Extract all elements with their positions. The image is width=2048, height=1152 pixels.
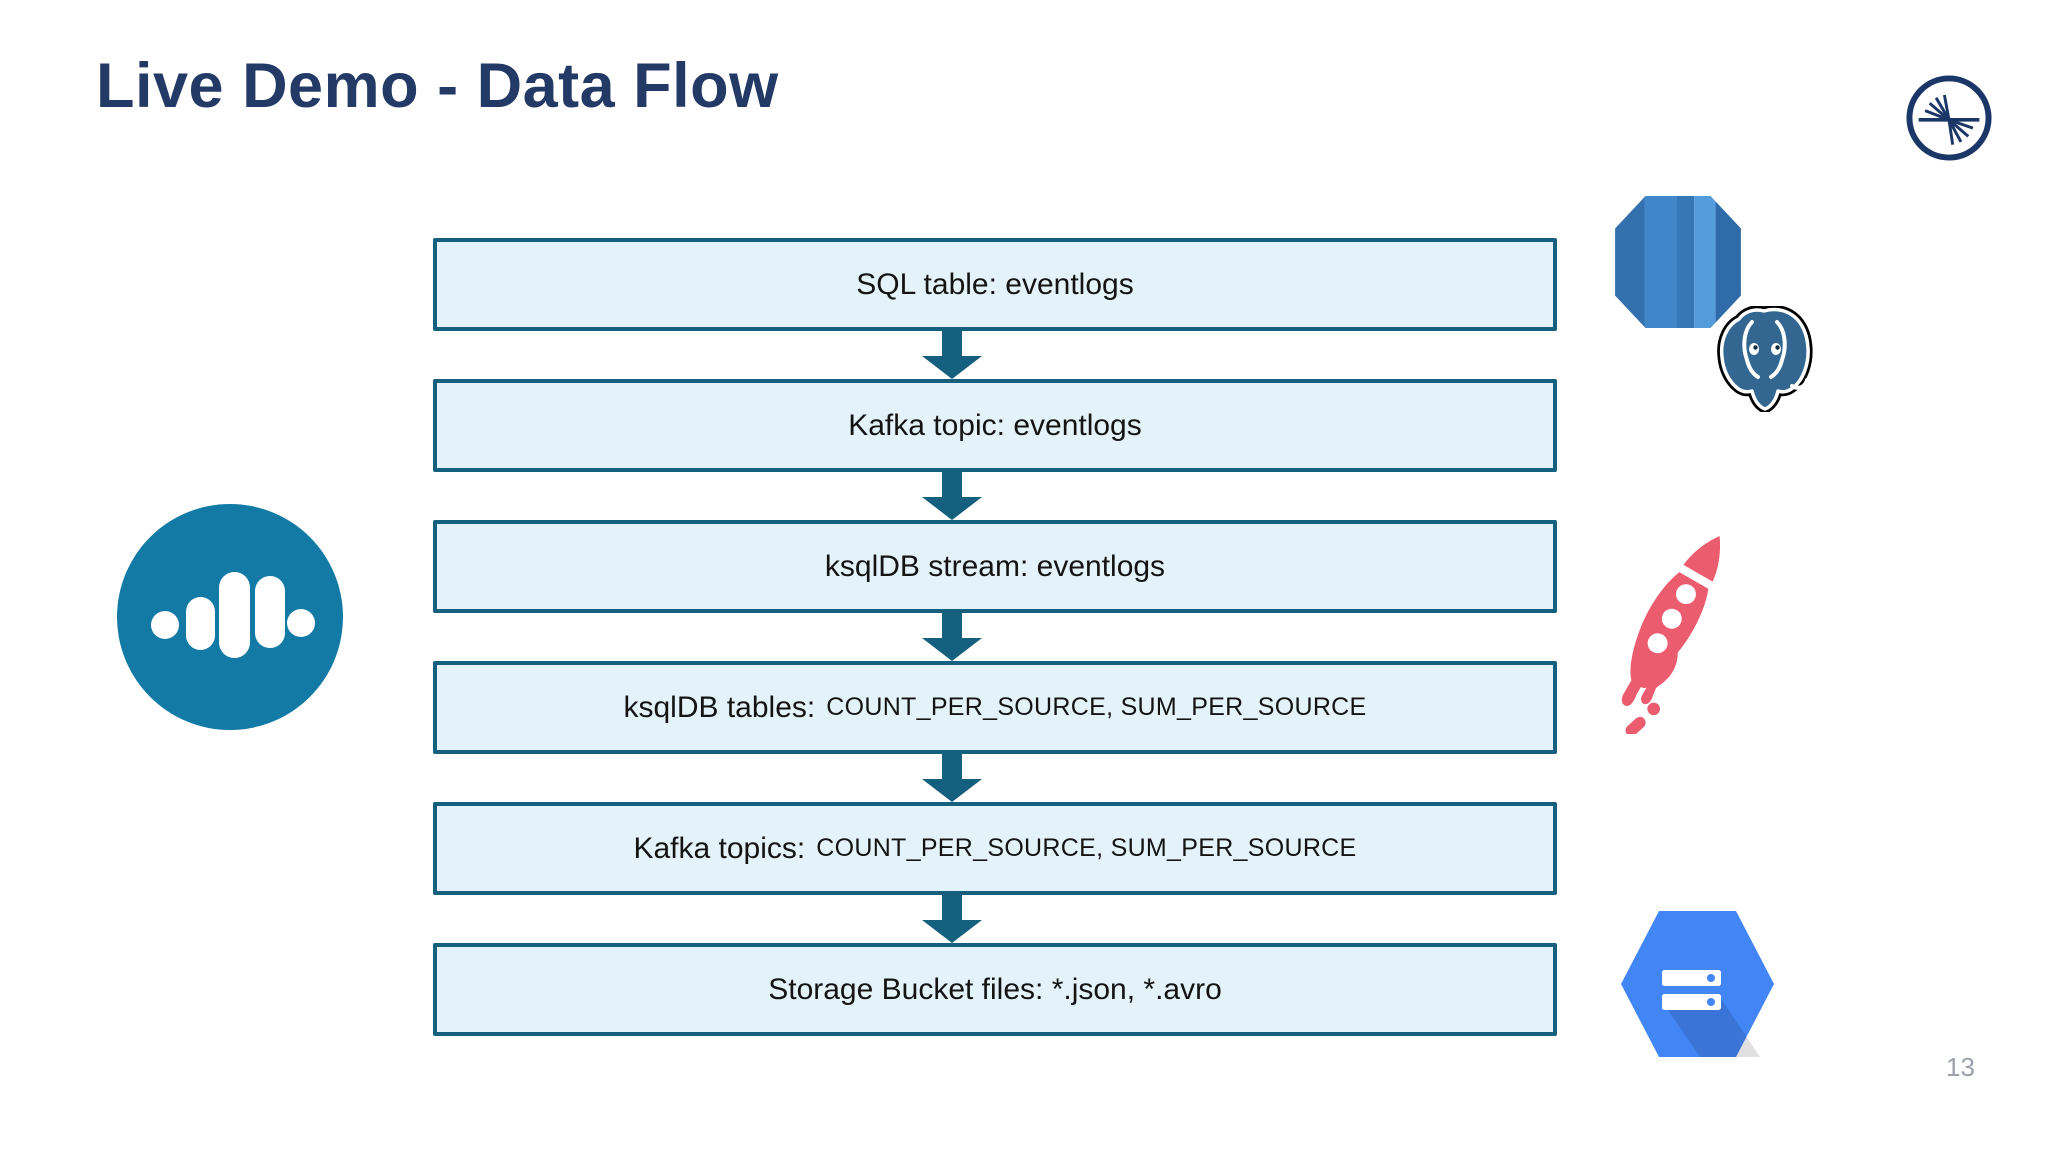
flow-box-kafka-topics: Kafka topics: COUNT_PER_SOURCE, SUM_PER_S… xyxy=(433,802,1557,895)
flow-box-ksqldb-stream: ksqlDB stream: eventlogs xyxy=(433,520,1557,613)
down-arrow-icon xyxy=(922,895,982,943)
flow-box-label: Storage Bucket files: *.json, *.avro xyxy=(768,972,1222,1006)
flow-box-code-label: COUNT_PER_SOURCE, SUM_PER_SOURCE xyxy=(826,693,1367,721)
flow-box-storage-bucket: Storage Bucket files: *.json, *.avro xyxy=(433,943,1557,1036)
rocket-icon xyxy=(1621,535,1720,734)
down-arrow-icon xyxy=(922,472,982,520)
flow-box-ksqldb-tables: ksqlDB tables: COUNT_PER_SOURCE, SUM_PER_… xyxy=(433,661,1557,754)
data-flow-diagram: SQL table: eventlogs Kafka topic: eventl… xyxy=(433,238,1557,1036)
flow-box-kafka-topic: Kafka topic: eventlogs xyxy=(433,379,1557,472)
waveform-circle-logo-icon xyxy=(117,504,343,730)
flow-box-code-label: COUNT_PER_SOURCE, SUM_PER_SOURCE xyxy=(816,834,1357,862)
flow-box-label: ksqlDB tables: xyxy=(623,690,816,724)
down-arrow-icon xyxy=(922,331,982,379)
down-arrow-icon xyxy=(922,613,982,661)
slide-title: Live Demo - Data Flow xyxy=(96,51,779,121)
page-number: 13 xyxy=(1946,1052,1975,1082)
down-arrow-icon xyxy=(922,754,982,802)
flow-box-label: Kafka topic: eventlogs xyxy=(848,408,1142,442)
flow-box-label: Kafka topics: xyxy=(633,831,806,865)
flow-box-label: SQL table: eventlogs xyxy=(856,267,1134,301)
flow-box-label: ksqlDB stream: eventlogs xyxy=(824,549,1166,583)
aws-rds-icon xyxy=(1615,196,1741,328)
postgresql-logo-icon xyxy=(1717,306,1813,412)
flow-box-sql-table: SQL table: eventlogs xyxy=(433,238,1557,331)
google-cloud-storage-logo-icon xyxy=(1621,911,1774,1057)
confluent-logo-icon xyxy=(1906,75,1992,161)
